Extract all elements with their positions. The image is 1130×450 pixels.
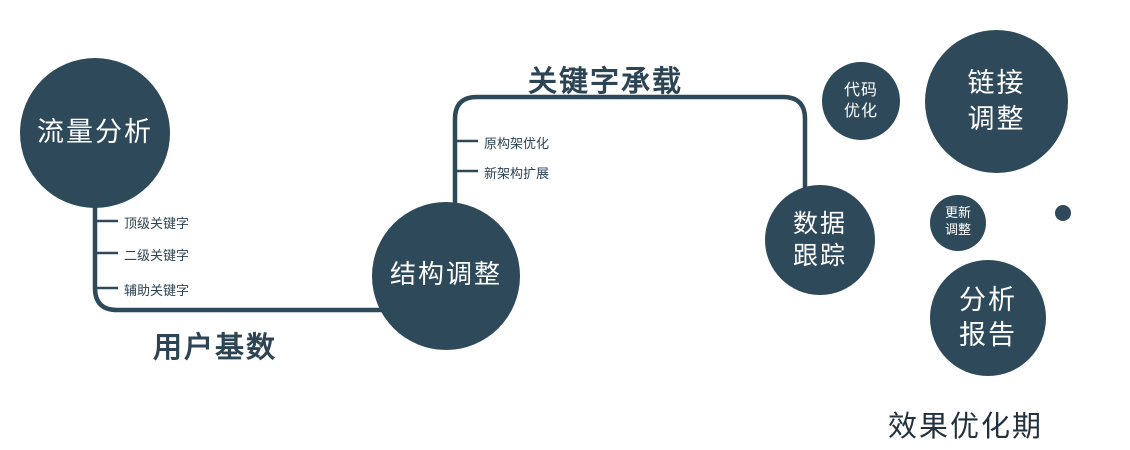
tick-label-top-keywords: 顶级关键字 bbox=[124, 217, 190, 232]
edge-label-keyword-carry: 关键字承载 bbox=[528, 64, 684, 98]
small-bullet-dot bbox=[1055, 205, 1071, 221]
tick-label-secondary-keywords: 二级关键字 bbox=[124, 249, 190, 264]
node-label-line1: 链接 bbox=[967, 68, 1026, 100]
node-label-line2: 调整 bbox=[944, 223, 971, 238]
edge-structure-to-tracking bbox=[452, 94, 808, 212]
node-update-adjustment: 更新 调整 bbox=[930, 195, 986, 251]
tick-label-auxiliary-keywords: 辅助关键字 bbox=[124, 284, 190, 299]
node-label-line1: 数据 bbox=[792, 208, 847, 238]
node-traffic-analysis: 流量分析 bbox=[20, 58, 170, 208]
node-label-line1: 代码 bbox=[843, 80, 878, 100]
node-label-line2: 优化 bbox=[843, 101, 878, 120]
node-label-line2: 调整 bbox=[967, 103, 1026, 135]
node-label: 结构调整 bbox=[389, 260, 502, 291]
caption-effect-optimization-period: 效果优化期 bbox=[888, 409, 1044, 443]
node-label-line1: 分析 bbox=[959, 284, 1017, 316]
node-code-optimization: 代码 优化 bbox=[822, 62, 900, 140]
tick-label-new-architecture: 新架构扩展 bbox=[484, 167, 550, 182]
node-label: 流量分析 bbox=[37, 117, 153, 149]
node-label-line2: 跟踪 bbox=[792, 241, 847, 270]
tick-label-original-architecture: 原构架优化 bbox=[484, 137, 550, 152]
node-analysis-report: 分析 报告 bbox=[930, 260, 1046, 376]
edge-label-user-base: 用户基数 bbox=[153, 330, 278, 364]
node-label-line1: 更新 bbox=[944, 206, 971, 222]
node-link-adjustment: 链接 调整 bbox=[925, 30, 1068, 173]
node-structure-adjustment: 结构调整 bbox=[372, 202, 520, 350]
node-label-line2: 报告 bbox=[959, 320, 1017, 351]
node-data-tracking: 数据 跟踪 bbox=[765, 185, 875, 295]
